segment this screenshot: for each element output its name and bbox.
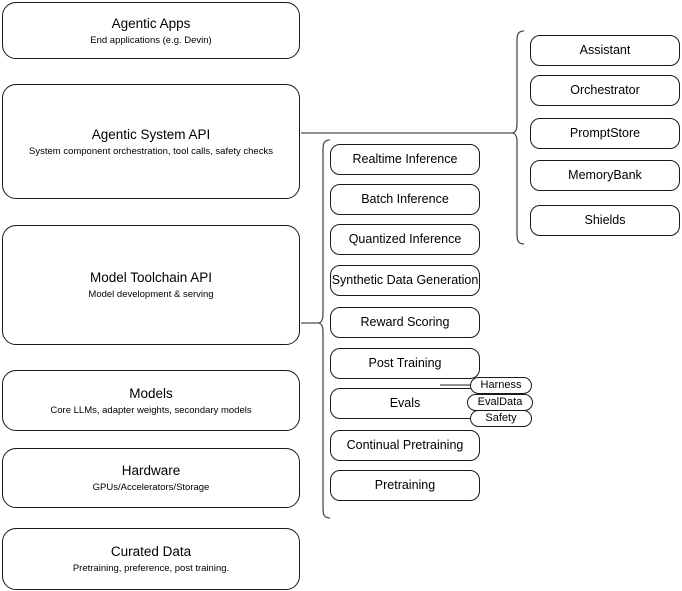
component-label: Assistant bbox=[579, 43, 631, 57]
component-label: MemoryBank bbox=[568, 168, 642, 182]
component-label: Reward Scoring bbox=[360, 315, 450, 329]
toolchain-component-pretraining[interactable]: Pretraining bbox=[330, 470, 480, 501]
layer-agentic-system-api[interactable]: Agentic System API System component orch… bbox=[2, 84, 300, 199]
component-label: Continual Pretraining bbox=[346, 438, 464, 452]
layer-hardware[interactable]: Hardware GPUs/Accelerators/Storage bbox=[2, 448, 300, 508]
component-label: Evals bbox=[389, 396, 421, 410]
component-label: Synthetic Data Generation bbox=[331, 273, 479, 287]
component-label: Pretraining bbox=[374, 478, 436, 492]
eval-pill-evaldata[interactable]: EvalData bbox=[467, 394, 533, 411]
component-label: Realtime Inference bbox=[352, 152, 458, 166]
layer-subtitle: End applications (e.g. Devin) bbox=[90, 34, 212, 46]
eval-pill-harness[interactable]: Harness bbox=[470, 377, 532, 394]
layer-curated-data[interactable]: Curated Data Pretraining, preference, po… bbox=[2, 528, 300, 590]
layer-agentic-apps[interactable]: Agentic Apps End applications (e.g. Devi… bbox=[2, 2, 300, 59]
toolchain-component-batch-inference[interactable]: Batch Inference bbox=[330, 184, 480, 215]
layer-title: Models bbox=[129, 385, 173, 401]
layer-title: Hardware bbox=[121, 463, 181, 478]
brace-system-components bbox=[511, 30, 525, 245]
component-label: Orchestrator bbox=[570, 83, 640, 97]
layer-title: Agentic Apps bbox=[111, 15, 191, 31]
system-component-shields[interactable]: Shields bbox=[530, 205, 680, 236]
system-component-memorybank[interactable]: MemoryBank bbox=[530, 160, 680, 191]
system-component-orchestrator[interactable]: Orchestrator bbox=[530, 75, 680, 106]
system-component-promptstore[interactable]: PromptStore bbox=[530, 118, 680, 149]
layer-subtitle: Model development & serving bbox=[88, 289, 214, 300]
system-component-assistant[interactable]: Assistant bbox=[530, 35, 680, 66]
toolchain-component-continual-pretraining[interactable]: Continual Pretraining bbox=[330, 430, 480, 461]
component-label: Batch Inference bbox=[361, 192, 449, 206]
toolchain-component-evals[interactable]: Evals bbox=[330, 388, 480, 419]
toolchain-component-quantized-inference[interactable]: Quantized Inference bbox=[330, 224, 480, 255]
layer-subtitle: GPUs/Accelerators/Storage bbox=[92, 482, 210, 493]
eval-pill-safety[interactable]: Safety bbox=[470, 410, 532, 427]
toolchain-component-post-training[interactable]: Post Training bbox=[330, 348, 480, 379]
layer-models[interactable]: Models Core LLMs, adapter weights, secon… bbox=[2, 370, 300, 431]
layer-subtitle: Pretraining, preference, post training. bbox=[72, 563, 230, 574]
layer-title: Model Toolchain API bbox=[89, 270, 213, 285]
layer-title: Agentic System API bbox=[91, 126, 211, 142]
component-label: Post Training bbox=[368, 356, 442, 370]
layer-title: Curated Data bbox=[110, 544, 192, 559]
brace-toolchain-components bbox=[317, 139, 331, 519]
layer-subtitle: System component orchestration, tool cal… bbox=[29, 145, 273, 157]
component-label: Quantized Inference bbox=[348, 232, 462, 246]
layer-model-toolchain-api[interactable]: Model Toolchain API Model development & … bbox=[2, 225, 300, 345]
component-label: PromptStore bbox=[569, 126, 641, 140]
toolchain-component-synthetic-data-generation[interactable]: Synthetic Data Generation bbox=[330, 265, 480, 296]
layer-subtitle: Core LLMs, adapter weights, secondary mo… bbox=[50, 404, 252, 416]
toolchain-component-reward-scoring[interactable]: Reward Scoring bbox=[330, 307, 480, 338]
component-label: Shields bbox=[584, 213, 626, 227]
toolchain-component-realtime-inference[interactable]: Realtime Inference bbox=[330, 144, 480, 175]
